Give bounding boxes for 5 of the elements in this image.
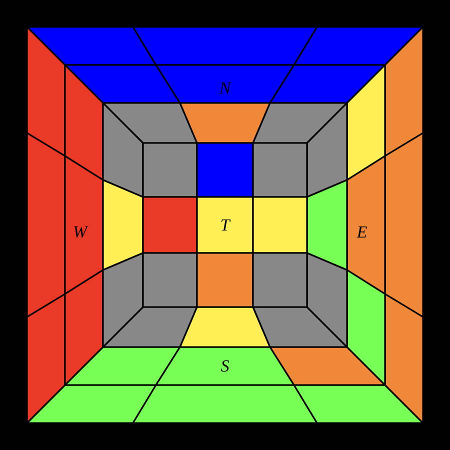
- face-label: S: [220, 360, 229, 372]
- face-label: E: [356, 226, 367, 238]
- face-label: N: [219, 82, 232, 94]
- face-label: T: [221, 219, 231, 231]
- face-label: W: [74, 226, 88, 238]
